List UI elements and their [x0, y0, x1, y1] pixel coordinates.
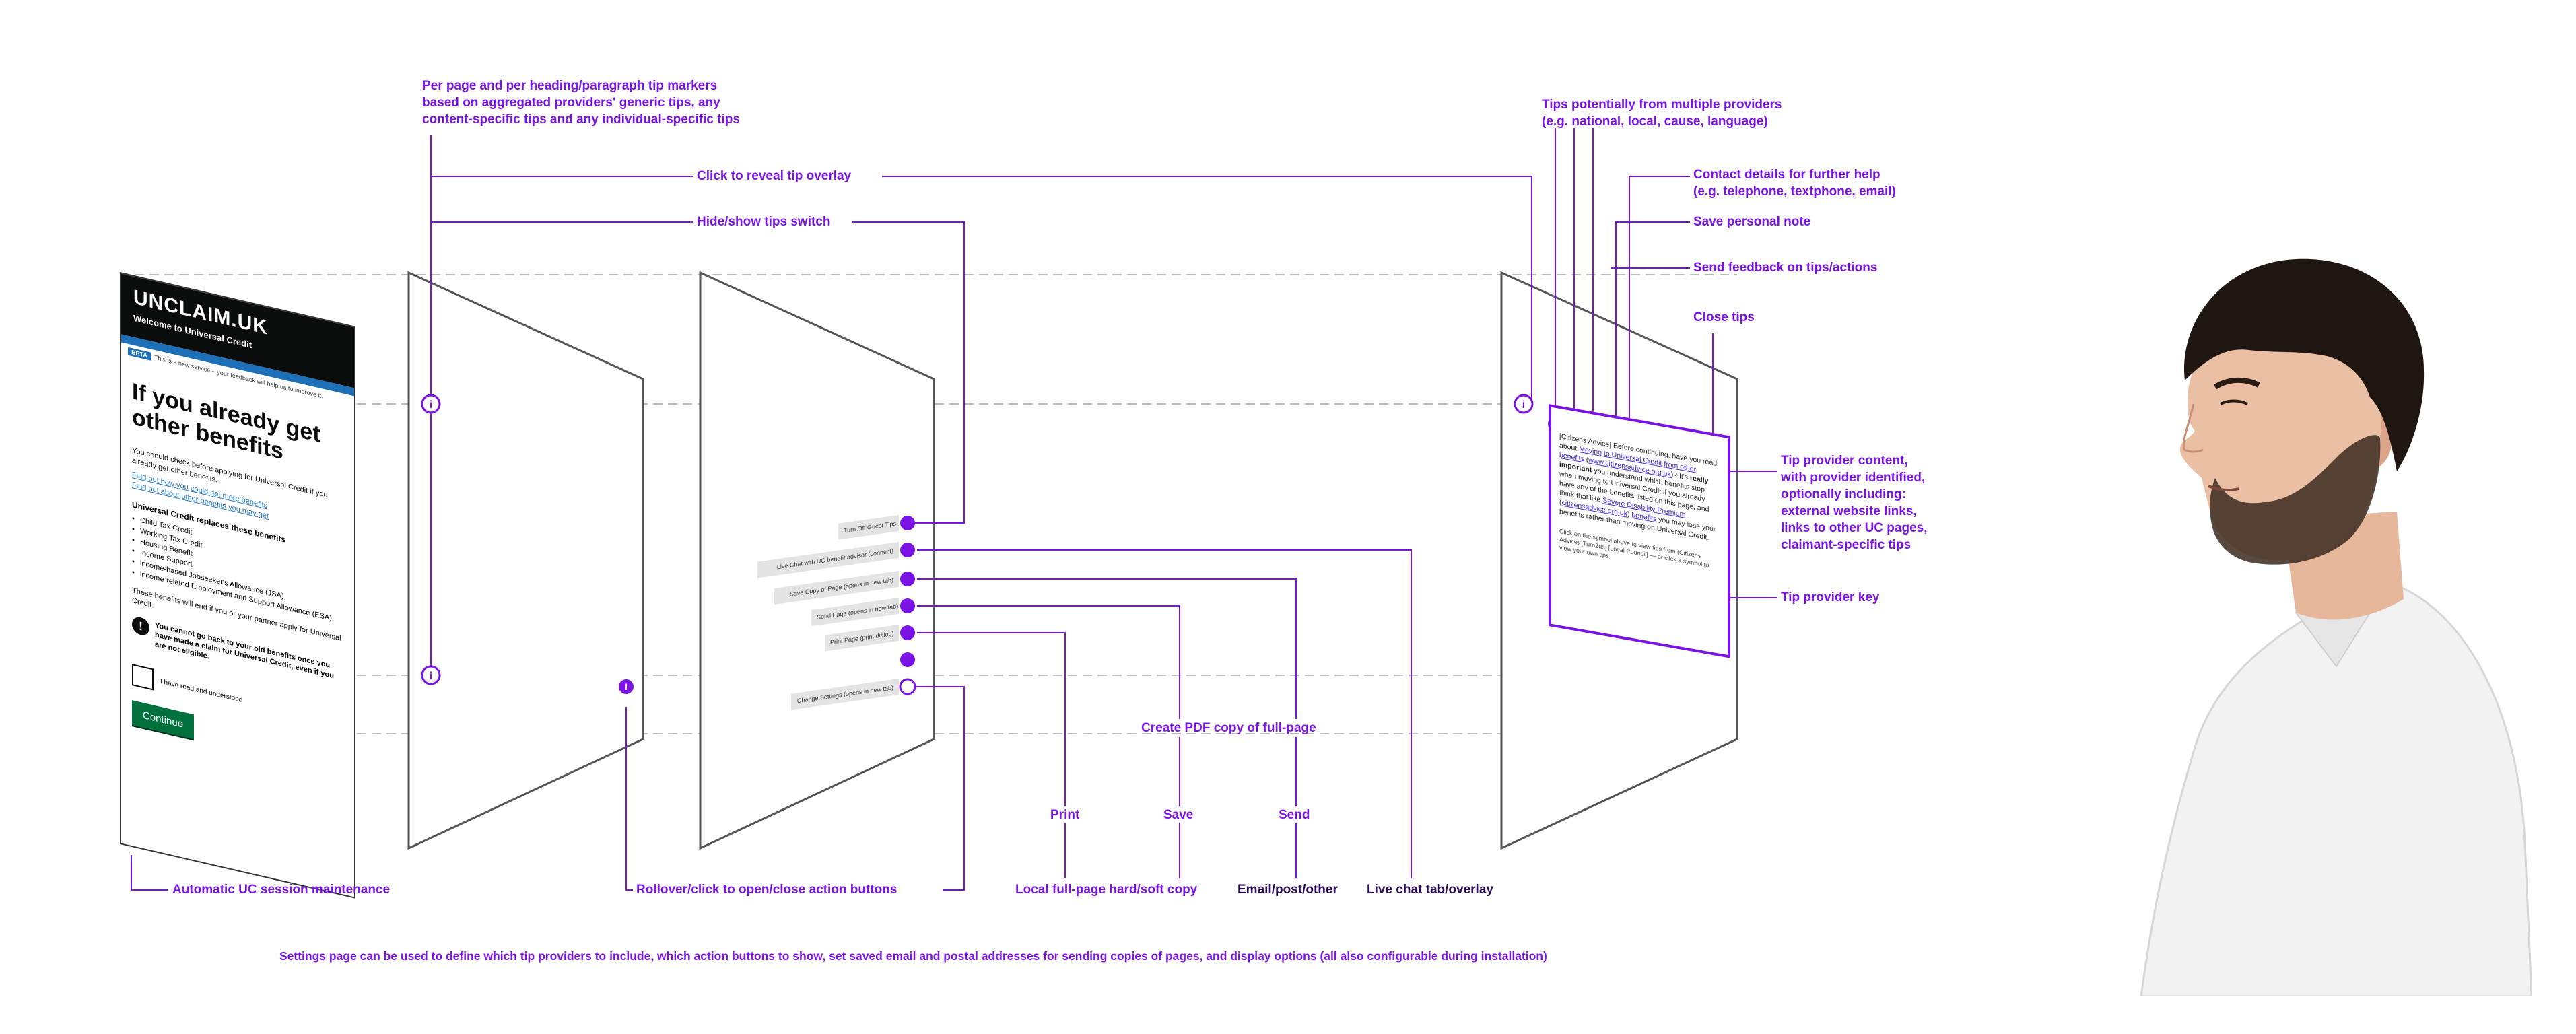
action-button-icon[interactable] — [900, 543, 915, 557]
label-multiple-providers: Tips potentially from multiple providers… — [1542, 96, 1782, 130]
label-line: (e.g. telephone, textphone, email) — [1693, 184, 1896, 199]
label-provider-content: Tip provider content, with provider ident… — [1781, 452, 1927, 553]
label-email-post: Email/post/other — [1238, 883, 1338, 897]
person-mouth — [2208, 485, 2239, 492]
checkbox-label: I have read and understood — [160, 677, 243, 704]
tip-marker-icon[interactable] — [1514, 394, 1534, 414]
continue-button[interactable]: Continue — [132, 700, 195, 740]
leader-line-reveal — [882, 176, 1532, 403]
person-hair — [2183, 258, 2425, 471]
label-session: Automatic UC session maintenance — [172, 883, 391, 897]
action-toggle-icon[interactable] — [619, 679, 634, 694]
uc-web-page: UNCLAIM.UK Welcome to Universal Credit B… — [120, 272, 355, 899]
tip-marker-icon-glyph: i — [430, 670, 432, 682]
warning-icon: ! — [132, 615, 149, 637]
leader-line-rollover — [916, 686, 965, 891]
leader-line-send — [917, 578, 1297, 719]
label-line: external website links, — [1781, 504, 1917, 518]
person-nose — [2182, 403, 2204, 453]
label-save-note: Save personal note — [1693, 215, 1811, 229]
label-line: optionally including: — [1781, 487, 1906, 502]
label-settings: Settings page can be used to define whic… — [279, 949, 1547, 963]
person-beard — [2210, 435, 2381, 565]
leader-line-session — [131, 855, 168, 891]
person-eye — [2220, 399, 2248, 405]
action-button-icon[interactable] — [900, 652, 915, 667]
label-save: Save — [1163, 808, 1194, 822]
person-brow — [2213, 377, 2260, 390]
gov-body: If you already get other benefits You sh… — [121, 357, 354, 788]
action-toggle-glyph: i — [625, 682, 628, 692]
tip-provider-content: [Citizens Advice] Before continuing, hav… — [1559, 432, 1718, 543]
action-button-icon[interactable] — [899, 678, 916, 695]
tip-marker-icon-glyph: i — [430, 399, 432, 411]
label-line: Contact details for further help — [1693, 168, 1880, 182]
action-button-icon[interactable] — [900, 516, 915, 530]
tip-overlay: [Citizens Advice] Before continuing, hav… — [1549, 404, 1730, 658]
leader-line-save-note — [1615, 221, 1690, 433]
label-live-chat: Live chat tab/overlay — [1367, 883, 1493, 897]
tip-marker-layer-panel — [407, 271, 644, 850]
leader-line-print — [917, 632, 1066, 806]
person-profile-photo — [2140, 258, 2532, 996]
label-line: links to other UC pages, — [1781, 521, 1928, 535]
label-line: Tips potentially from multiple providers — [1542, 98, 1782, 112]
label-close-tips: Close tips — [1693, 310, 1755, 324]
label-line: Tip provider content, — [1781, 454, 1908, 468]
label-local-copy: Local full-page hard/soft copy — [1015, 883, 1198, 897]
label-line: based on aggregated providers' generic t… — [422, 96, 720, 110]
label-print: Print — [1050, 808, 1080, 822]
leader-line-rollover — [625, 707, 633, 891]
label-contact-details: Contact details for further help (e.g. te… — [1693, 166, 1896, 200]
label-line: content-specific tips and any individual… — [422, 112, 740, 127]
label-line: with provider identified, — [1781, 471, 1926, 485]
action-button-icon[interactable] — [900, 625, 915, 640]
beta-tag: BETA — [128, 347, 151, 361]
action-button-icon[interactable] — [900, 572, 915, 586]
label-rollover: Rollover/click to open/close action butt… — [636, 883, 897, 897]
person-shirt — [2140, 584, 2532, 996]
tip-marker-icon[interactable] — [421, 665, 441, 685]
confirm-checkbox[interactable] — [132, 664, 154, 691]
tip-marker-icon[interactable] — [421, 394, 441, 414]
label-line: Per page and per heading/paragraph tip m… — [422, 79, 718, 93]
leader-line-save — [917, 605, 1180, 719]
action-button-icon[interactable] — [900, 598, 915, 613]
leader-line-live-chat — [917, 549, 1412, 878]
label-send-feedback: Send feedback on tips/actions — [1693, 261, 1878, 275]
label-tip-markers: Per page and per heading/paragraph tip m… — [422, 77, 740, 128]
label-line: (e.g. national, local, cause, language) — [1542, 114, 1768, 129]
label-hide-show: Hide/show tips switch — [697, 215, 831, 229]
leader-line-hideshow — [852, 221, 965, 524]
label-line: claimant-specific tips — [1781, 538, 1911, 552]
leader-line-contact — [1629, 176, 1690, 433]
label-send: Send — [1279, 808, 1310, 822]
tip-marker-icon-glyph: i — [1522, 399, 1525, 411]
label-reveal-tip: Click to reveal tip overlay — [697, 169, 852, 183]
label-provider-key: Tip provider key — [1781, 590, 1880, 605]
label-create-pdf: Create PDF copy of full-page — [1141, 721, 1316, 735]
